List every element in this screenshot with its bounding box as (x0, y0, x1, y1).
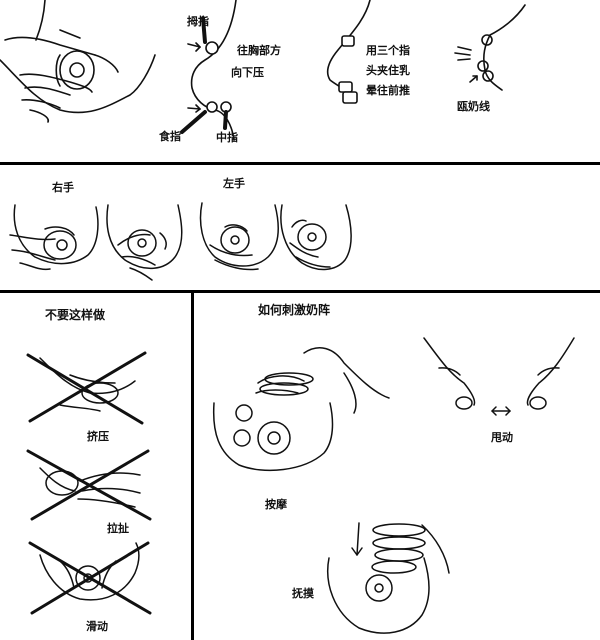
massage-drawing (212, 347, 390, 472)
label-three-fingers-3: 晕往前推 (366, 84, 410, 97)
label-left-hand: 左手 (223, 177, 245, 190)
right-hand-drawing-2 (106, 204, 183, 281)
divider-middle (0, 290, 600, 293)
three-finger-drawing (326, 0, 371, 104)
label-press-line2: 向下压 (231, 66, 264, 79)
label-right-hand: 右手 (52, 181, 74, 194)
divider-top (0, 162, 600, 165)
label-thumb: 拇指 (187, 15, 209, 28)
slide-drawing (28, 541, 152, 615)
hand-grip-drawing (0, 0, 156, 123)
dont-illustration (26, 351, 152, 615)
label-pull: 拉扯 (107, 522, 129, 535)
milk-line-drawing (454, 4, 526, 91)
label-index-finger: 食指 (159, 130, 181, 143)
label-squeeze: 挤压 (87, 430, 109, 443)
stimulate-panel: 如何刺激奶阵 甩动 按摩 抚摸 (194, 293, 600, 640)
label-massage: 按摩 (265, 498, 287, 511)
shake-drawing (423, 337, 575, 416)
label-three-fingers-1: 用三个指 (366, 44, 410, 57)
stimulate-illustration (212, 337, 575, 634)
label-press-line1: 往胸部方 (237, 44, 281, 57)
left-hand-drawing-2 (280, 204, 352, 271)
stimulate-title: 如何刺激奶阵 (258, 303, 331, 317)
divider-vertical (191, 292, 194, 640)
stroke-drawing (327, 522, 450, 634)
dont-panel: 不要这样做 挤压 拉扯 滑动 (0, 293, 191, 640)
pull-drawing (26, 449, 152, 521)
label-stroke: 抚摸 (292, 587, 314, 600)
squeeze-drawing (26, 351, 147, 425)
hands-panel: 右手 左手 (0, 165, 600, 290)
label-slide: 滑动 (86, 620, 108, 633)
label-three-fingers-2: 头夹住乳 (366, 64, 410, 77)
side-profile-drawing (180, 0, 237, 141)
label-shake: 甩动 (491, 431, 513, 444)
left-hand-drawing-1 (199, 202, 279, 271)
hand-technique-illustration (0, 0, 526, 141)
technique-panel: 拇指 往胸部方 向下压 食指 中指 用三个指 头夹住乳 晕往前推 瓯奶线 (0, 0, 600, 162)
right-hand-drawing-1 (9, 204, 99, 271)
hands-illustration (9, 202, 352, 281)
label-middle-finger: 中指 (216, 131, 238, 144)
dont-title: 不要这样做 (45, 308, 106, 322)
label-milk-line: 瓯奶线 (457, 100, 490, 113)
